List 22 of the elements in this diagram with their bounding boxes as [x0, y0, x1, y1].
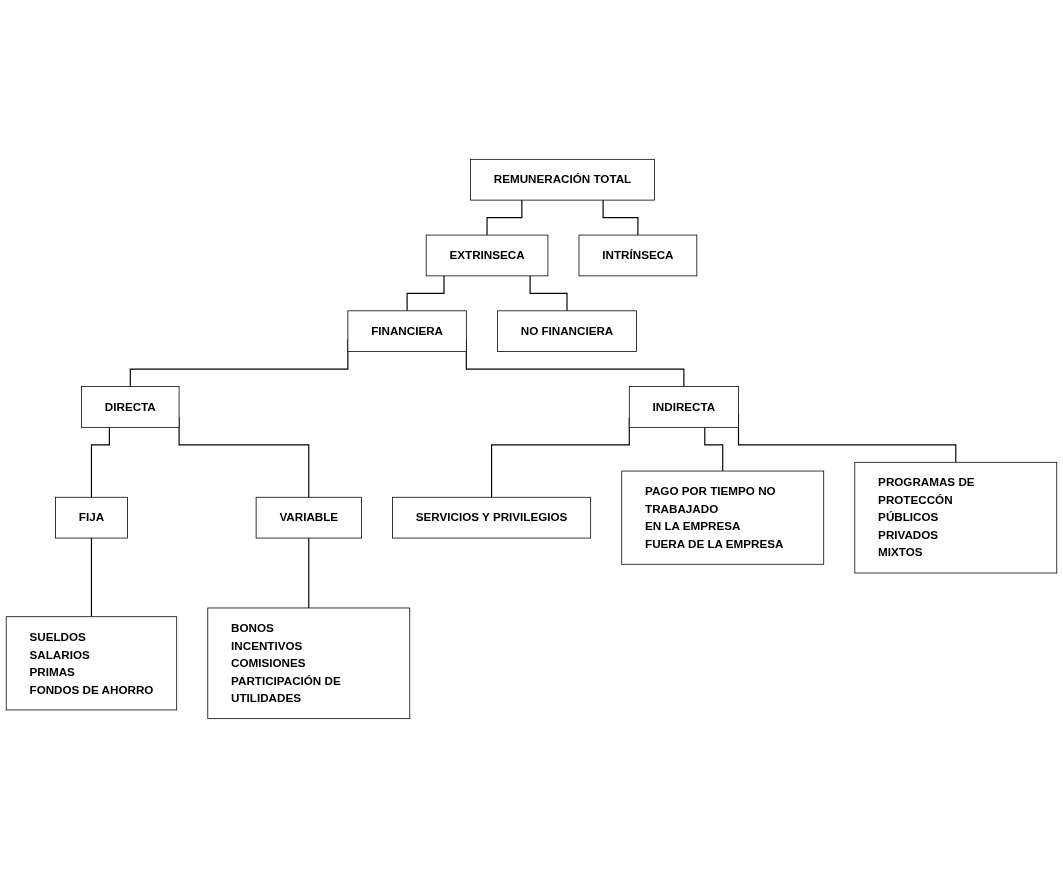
node-box: SERVICIOS Y PRIVILEGIOS: [392, 496, 592, 539]
connector: [486, 199, 523, 236]
node-box: PROGRAMAS DE PROTECCÓN PÚBLICOS PRIVADOS MIXTOS: [854, 461, 1058, 574]
connector: [704, 426, 724, 472]
node-box: DIRECTA: [81, 386, 180, 428]
node-box: BONOS INCENTIVOS COMISIONES PARTICIPACIÓN DE UTILIDADES: [207, 607, 411, 720]
connector: [90, 426, 110, 498]
node-box: INDIRECTA: [628, 386, 739, 428]
connector: [308, 537, 310, 609]
node-box: REMUNERACIÓN TOTAL: [470, 158, 655, 201]
connector: [602, 199, 639, 236]
node-box: EXTRINSECA: [425, 234, 549, 277]
node-box: SUELDOS SALARIOS PRIMAS FONDOS DE AHORRO: [5, 616, 178, 711]
connector: [529, 275, 568, 312]
connector: [90, 537, 93, 618]
node-box: VARIABLE: [255, 496, 362, 539]
node-box: INTRÍNSECA: [578, 234, 698, 277]
node-box: FINANCIERA: [347, 310, 467, 352]
node-box: PAGO POR TIEMPO NO TRABAJADO EN LA EMPRESA FUERA DE LA EMPRESA: [621, 470, 825, 565]
node-box: NO FINANCIERA: [497, 310, 637, 352]
node-box: FIJA: [55, 496, 128, 539]
connector: [406, 275, 445, 312]
